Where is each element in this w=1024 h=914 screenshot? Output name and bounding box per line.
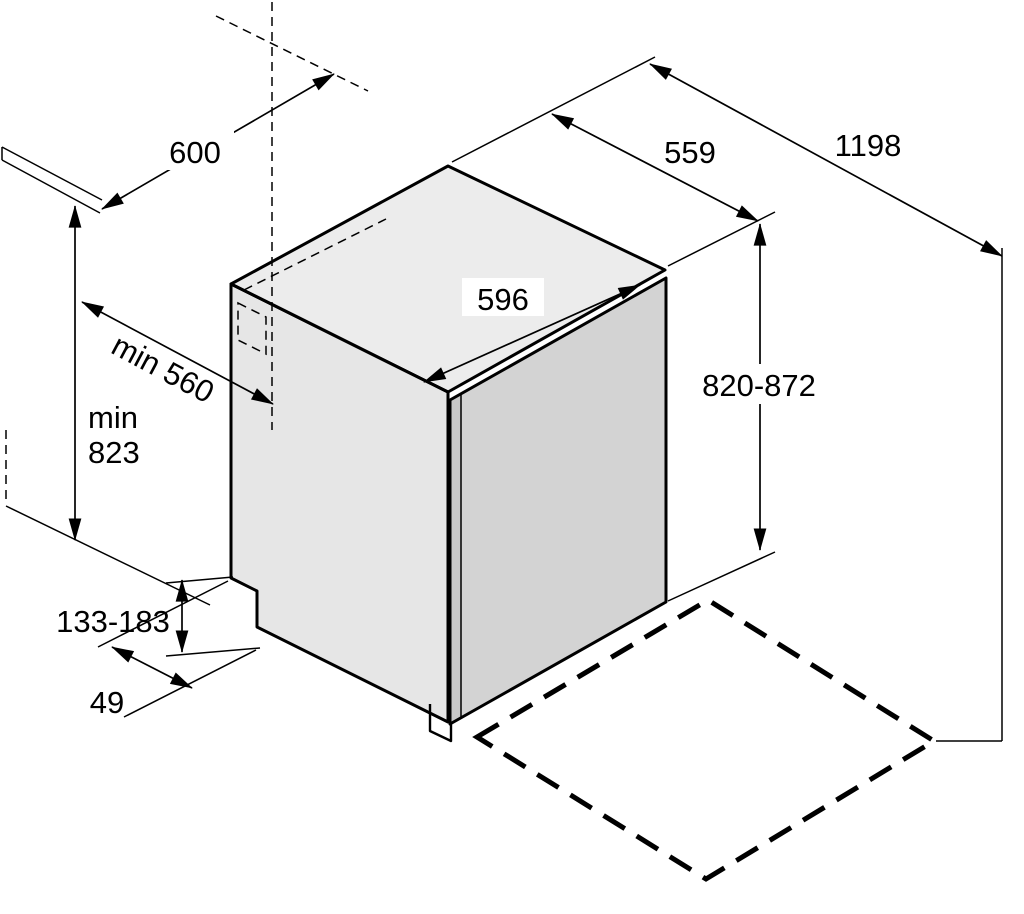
dimension-49: 49: [90, 580, 257, 720]
dim-plinth-range-label: 133-183: [56, 604, 170, 639]
dim-height-range-label: 820-872: [702, 368, 816, 403]
open-door-footprint: [472, 597, 939, 882]
label-backdrop: [462, 278, 544, 316]
wall-hidden-line: [215, 15, 369, 92]
floor-extension-line: [5, 505, 211, 606]
dimension-596: 596: [423, 278, 641, 383]
appliance-side-face: [231, 284, 448, 722]
side-face-outline: [229, 282, 450, 724]
door-open-floor-projection: [472, 597, 939, 882]
door-edge-strip: [450, 394, 461, 724]
dimension-600: 600: [101, 73, 335, 210]
extension-line: [667, 551, 776, 602]
appliance-door-face: [461, 278, 666, 718]
dim-596-label: 596: [477, 282, 529, 317]
label-backdrop: [156, 128, 234, 170]
extension-line: [451, 56, 656, 163]
dimension-1198: 1198: [649, 63, 1003, 742]
dimension-820-872: 820-872: [667, 223, 826, 602]
dim-min823-label-line2: 823: [88, 435, 140, 470]
dim-1198-label: 1198: [835, 128, 902, 163]
dim-min823-label-line1: min: [88, 400, 138, 435]
dimension-line: [649, 63, 1003, 257]
dim-min560-label: min 560: [106, 327, 220, 410]
dimension-line: [111, 646, 193, 689]
worktop-hidden-line-on-top: [243, 218, 387, 291]
dimension-133-183: 133-183: [56, 576, 261, 657]
dimension-line: [81, 301, 274, 405]
extension-line: [165, 576, 234, 584]
appliance-body: [229, 164, 668, 743]
dimension-line: [551, 113, 759, 222]
extension-line: [667, 211, 776, 267]
dimension-line: [423, 284, 641, 383]
worktop-front-edge-line: [1, 146, 103, 201]
extension-line: [123, 649, 257, 718]
extension-line: [97, 580, 229, 648]
dim-49-label: 49: [90, 685, 124, 720]
appliance-top-face: [231, 166, 665, 392]
plinth-foot-detail: [428, 704, 453, 743]
dim-600-label: 600: [169, 135, 221, 170]
dimension-min-823: min 823: [68, 205, 140, 541]
dim-559-label: 559: [664, 135, 716, 170]
worktop-front-edge-line: [1, 159, 101, 214]
label-backdrop: [692, 364, 826, 404]
